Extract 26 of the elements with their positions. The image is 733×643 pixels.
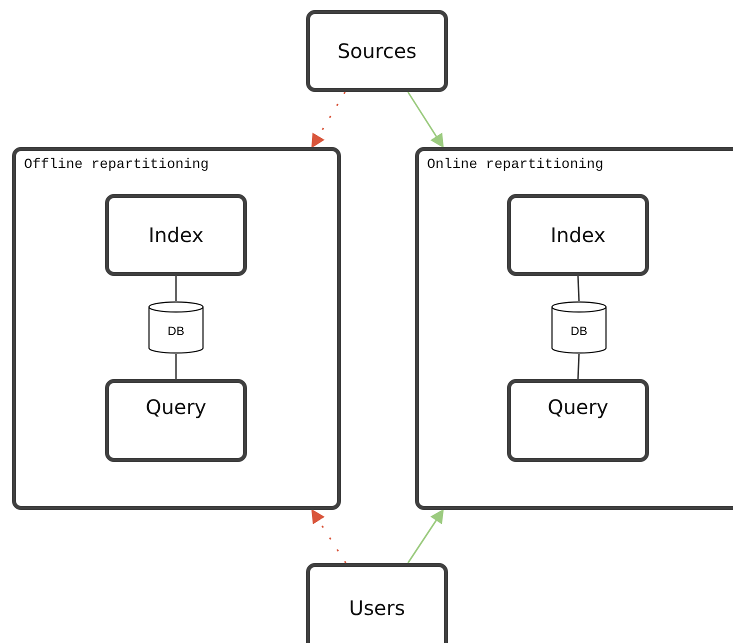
box-label: Query bbox=[146, 395, 206, 419]
process-box bbox=[306, 563, 448, 643]
group-title: Online repartitioning bbox=[427, 157, 604, 173]
process-box bbox=[105, 194, 247, 276]
arrow bbox=[407, 92, 444, 148]
connector-line bbox=[577, 354, 580, 380]
process-box bbox=[507, 379, 649, 462]
box-label: Sources bbox=[337, 39, 417, 63]
connector-line bbox=[175, 276, 177, 301]
box-label: Query bbox=[548, 395, 608, 419]
database-label: DB bbox=[570, 324, 588, 338]
group-container bbox=[415, 147, 733, 510]
process-box bbox=[507, 194, 649, 276]
arrow bbox=[407, 508, 444, 564]
arrow bbox=[311, 508, 346, 564]
box-label: Index bbox=[148, 223, 204, 247]
box-label: Users bbox=[348, 596, 405, 620]
group-title: Offline repartitioning bbox=[24, 157, 209, 173]
process-box bbox=[105, 379, 247, 462]
arrow bbox=[311, 92, 346, 148]
box-label: Index bbox=[550, 223, 606, 247]
process-box bbox=[306, 10, 448, 92]
connector-line bbox=[175, 354, 177, 379]
group-container bbox=[12, 147, 341, 510]
database-label: DB bbox=[168, 324, 184, 338]
connector-line bbox=[577, 276, 580, 302]
